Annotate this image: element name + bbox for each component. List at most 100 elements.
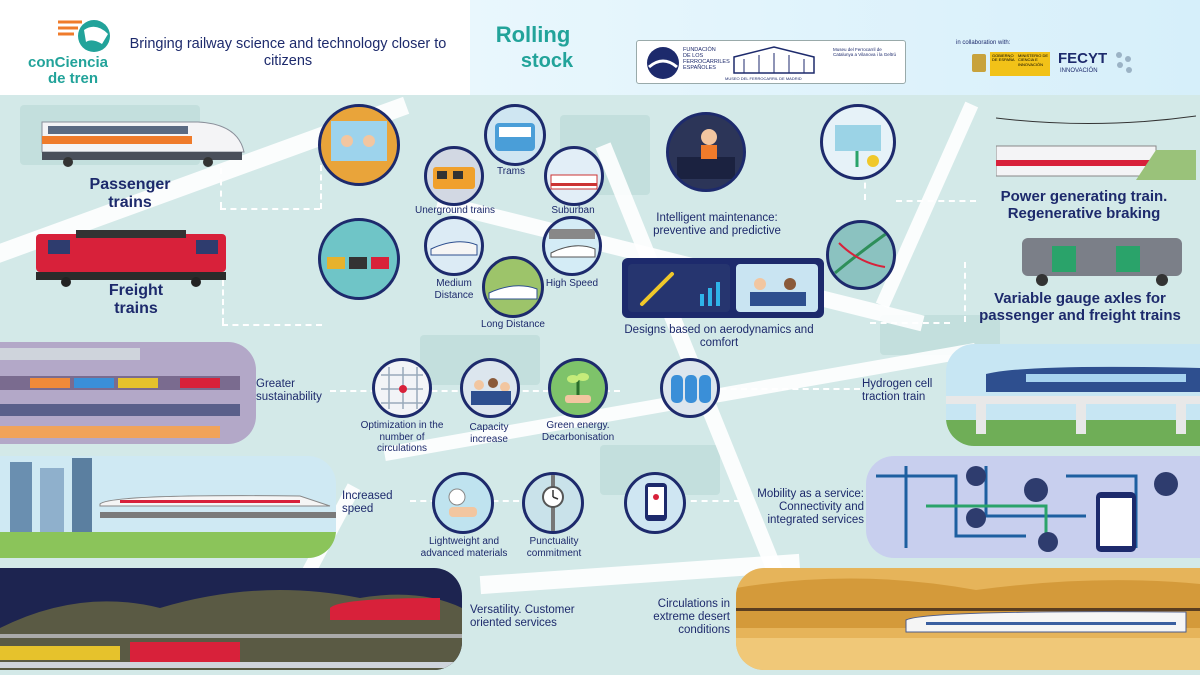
page-title-line1: Rolling: [495, 22, 571, 47]
charging-icon: [835, 125, 881, 167]
aero-label: Designs based on aerodynamics and comfor…: [624, 324, 814, 350]
high-speed-train-icon: [549, 229, 596, 258]
underground-circle[interactable]: [424, 146, 484, 206]
trams-label: Trams: [497, 166, 525, 177]
maas-circle[interactable]: [624, 472, 686, 534]
green-energy-circle[interactable]: [548, 358, 608, 418]
desert-panel[interactable]: [736, 568, 1200, 670]
gauge-map-circle[interactable]: [826, 220, 896, 290]
aero-cabin-screen: [736, 264, 818, 312]
suburban-train-icon: [550, 174, 598, 190]
versatility-label: Versatility. Customer oriented services: [470, 604, 575, 630]
tram-icon: [495, 123, 535, 151]
fecyt-logo: FECYT: [1058, 50, 1108, 67]
long-distance-circle[interactable]: [482, 256, 544, 318]
hydrogen-label: Hydrogen cell traction train: [862, 378, 933, 404]
passenger-label: Passenger trains: [89, 176, 171, 212]
network-map-icon: [381, 367, 423, 409]
ffe-logo: FUNDACIÓN DE LOS FERROCARRILES ESPAÑOLES…: [636, 40, 906, 84]
connector: [222, 280, 224, 324]
museum-name: MUSEO DEL FERROCARRIL DE MADRID: [725, 76, 802, 81]
optim-label: Optimization in the number of circulatio…: [360, 420, 444, 454]
passenger-train-illustration: [41, 121, 245, 167]
freight-locomotive-illustration: [36, 230, 226, 287]
medium-distance-train-icon: [430, 241, 478, 256]
freight-wagons-circle[interactable]: [318, 218, 400, 300]
connector: [700, 388, 860, 390]
long-label: Long Distance: [481, 319, 545, 330]
suburban-label: Suburban: [551, 205, 595, 216]
maas-panel[interactable]: [866, 456, 1200, 558]
speed-panel[interactable]: [0, 456, 336, 558]
ffe-emblem-icon: [647, 47, 679, 79]
freight-yard-icon: [0, 348, 240, 438]
gov-name: GOBIERNO DE ESPAÑA: [992, 53, 1015, 63]
lightweight-circle[interactable]: [432, 472, 494, 534]
high-speed-city-illustration: [0, 458, 336, 558]
metro-icon: [433, 167, 475, 189]
brand-line2: de tren: [48, 70, 99, 87]
tagline: Bringing railway science and technology …: [129, 36, 447, 69]
train-logo-icon: [58, 20, 110, 52]
connector: [870, 322, 950, 324]
passenger-interior-circle[interactable]: [318, 104, 400, 186]
hydrogen-tanks-icon: [671, 375, 711, 403]
connector: [864, 160, 866, 200]
gauge-axles-illustration: [1022, 238, 1182, 286]
connector: [320, 165, 322, 209]
sustain-label: Greater sustainability: [256, 378, 322, 404]
mobility-network-illustration: [876, 466, 1178, 552]
route-map-icon: [834, 231, 888, 275]
maintenance-circle[interactable]: [666, 112, 746, 192]
night-trains-illustration: [0, 590, 462, 670]
versatility-panel[interactable]: [0, 568, 462, 670]
high-label: High Speed: [545, 278, 599, 289]
connector: [964, 262, 966, 322]
medium-distance-circle[interactable]: [424, 216, 484, 276]
connector: [220, 168, 222, 208]
capacity-circle[interactable]: [460, 358, 520, 418]
green-label: Green energy. Decarbonisation: [541, 420, 615, 443]
lightweight-label: Lightweight and advanced materials: [420, 536, 508, 559]
fecyt-dots-icon: [1116, 52, 1132, 73]
long-distance-train-icon: [488, 285, 538, 300]
connector: [680, 500, 740, 502]
punctuality-circle[interactable]: [522, 472, 584, 534]
ffe-name: FUNDACIÓN DE LOS FERROCARRILES ESPAÑOLES: [683, 47, 730, 72]
desert-label: Circulations in extreme desert condition…: [653, 598, 730, 637]
page-title-line2: stock: [520, 50, 574, 72]
hydrogen-circle[interactable]: [660, 358, 720, 418]
freight-label: Freight trains: [108, 282, 164, 318]
plant-hand-icon: [565, 373, 591, 403]
aerodynamics-panel[interactable]: [622, 258, 824, 318]
hydrogen-panel[interactable]: [946, 344, 1200, 446]
ministry-banner: GOBIERNO DE ESPAÑA MINISTERIO DE CIENCIA…: [990, 52, 1050, 76]
connector: [220, 208, 320, 210]
crowd-icon: [471, 378, 511, 405]
punctuality-label: Punctuality commitment: [526, 536, 582, 559]
connector: [222, 324, 322, 326]
optimization-circle[interactable]: [372, 358, 432, 418]
aero-chart-screen: [628, 264, 730, 312]
regenerative-circle[interactable]: [820, 104, 896, 180]
brand-line1: conCiencia: [28, 54, 109, 71]
maintenance-label: Intelligent maintenance: preventive and …: [653, 212, 781, 238]
power-label: Power generating train. Regenerative bra…: [1000, 188, 1168, 223]
medium-label: Medium Distance: [434, 278, 474, 301]
technician-icon: [677, 129, 735, 179]
trams-circle[interactable]: [484, 104, 546, 166]
spain-shield-icon: [972, 54, 986, 72]
collab-label: in collaboration with:: [956, 40, 1011, 46]
desert-train-illustration: [736, 578, 1200, 670]
maas-label: Mobility as a service: Connectivity and …: [757, 488, 864, 527]
passengers-icon: [331, 121, 387, 161]
hydrogen-train-illustration: [946, 366, 1200, 446]
sustainability-panel[interactable]: [0, 342, 256, 444]
fecyt-sub: INNOVACIÓN: [1060, 68, 1098, 74]
clock-icon: [542, 475, 564, 531]
freight-wagons-icon: [327, 257, 389, 269]
aero-graph-icon: [640, 272, 720, 306]
high-speed-circle[interactable]: [542, 216, 602, 276]
suburban-circle[interactable]: [544, 146, 604, 206]
brand-logo: conCiencia de tren: [28, 14, 138, 88]
